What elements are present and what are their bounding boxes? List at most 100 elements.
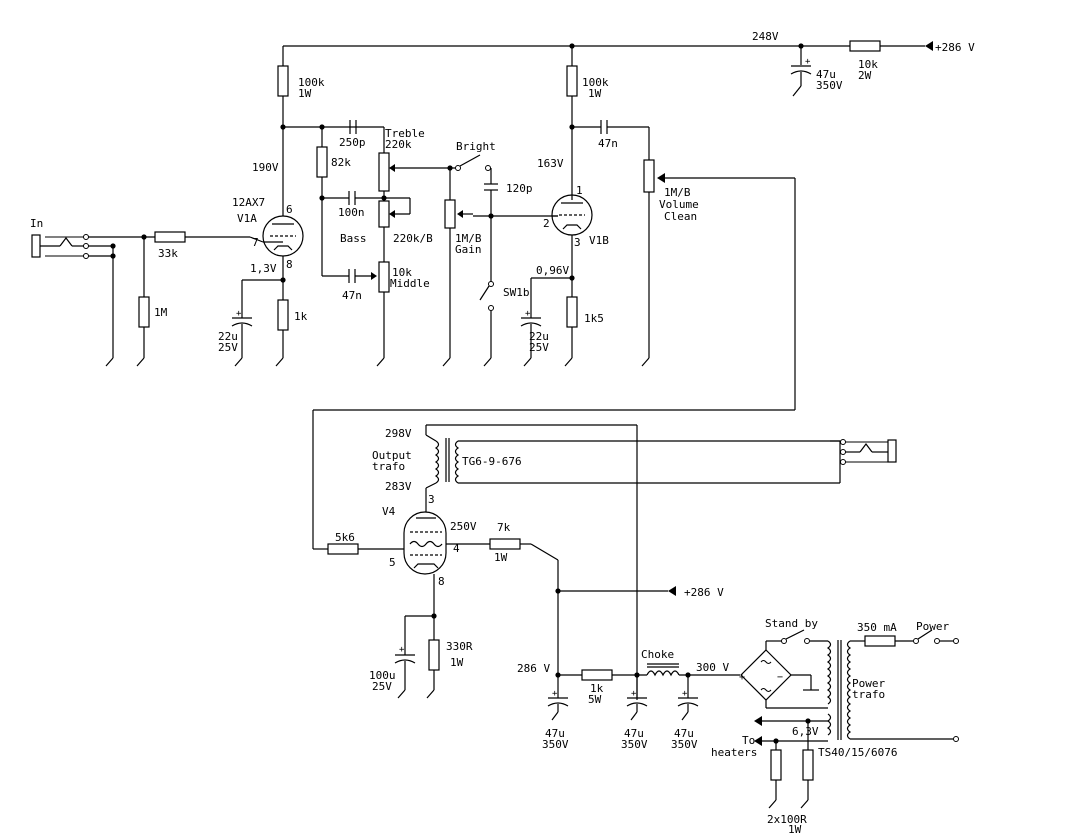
gain-label: Gain — [455, 243, 482, 256]
svg-text:+: + — [682, 689, 688, 699]
svg-text:5: 5 — [389, 556, 396, 569]
r1k-psu-label: 1k — [590, 682, 604, 695]
resistor-10k — [849, 40, 881, 52]
resistor-33k — [154, 231, 186, 243]
pot-bass — [378, 200, 390, 228]
resistor-1k-v1a — [277, 299, 289, 331]
voltage-6-3: 6,3V — [792, 725, 819, 738]
input-jack — [31, 234, 41, 258]
input-section — [31, 231, 264, 367]
voltage-0-96: 0,96V — [536, 264, 569, 277]
voltage-286-low: 286 V — [517, 662, 550, 675]
voltage-300: 300 V — [696, 661, 729, 674]
svg-text:2: 2 — [543, 217, 550, 230]
c120p-label: 120p — [506, 182, 533, 195]
svg-text:4: 4 — [453, 542, 460, 555]
voltage-1-3: 1,3V — [250, 262, 277, 275]
input-label: In — [30, 217, 43, 230]
ts-label: TS40/15/6076 — [818, 746, 897, 759]
svg-text:3: 3 — [574, 236, 581, 249]
c47c-label: 47u — [674, 727, 694, 740]
c47b-volt: 350V — [621, 738, 648, 751]
r2x100-label: 2x100R — [767, 813, 807, 826]
r100k-1-label: 100k — [298, 76, 325, 89]
heaters-label: heaters — [711, 746, 757, 759]
trafo-label: trafo — [372, 460, 405, 473]
c47n-top-label: 47n — [598, 137, 618, 150]
c22u-1-volt: 25V — [218, 341, 238, 354]
r33k-label: 33k — [158, 247, 178, 260]
resistor-1m — [138, 296, 150, 328]
to-label: To — [742, 734, 755, 747]
fuse-label: 350 mA — [857, 621, 897, 634]
r330-watt: 1W — [450, 656, 464, 669]
r10k-watt: 2W — [858, 69, 872, 82]
treble-value: 220k — [385, 138, 412, 151]
c47-top-volt: 350V — [816, 79, 843, 92]
v1b-label: V1B — [589, 234, 609, 247]
resistor-1k-5w — [581, 669, 613, 681]
volume-value: 1M/B — [664, 186, 691, 199]
choke-label: Choke — [641, 648, 674, 661]
gain-value: 1M/B — [455, 232, 482, 245]
v1b-stage — [312, 65, 796, 550]
r5k6-label: 5k6 — [335, 531, 355, 544]
v1a-label: V1A — [237, 212, 257, 225]
voltage-283: 283V — [385, 480, 412, 493]
power-trafo-label-2: trafo — [852, 688, 885, 701]
gain-bright — [442, 154, 558, 367]
r2x100-watt: 1W — [788, 823, 802, 835]
r100k-1-watt: 1W — [298, 87, 312, 100]
r7k-watt: 1W — [494, 551, 508, 564]
r1k5-label: 1k5 — [584, 312, 604, 325]
svg-text:8: 8 — [286, 258, 293, 271]
svg-text:+: + — [552, 689, 558, 699]
r1m-label: 1M — [154, 306, 168, 319]
c47a-volt: 350V — [542, 738, 569, 751]
tube-v4 — [403, 511, 447, 575]
c100u-label: 100u — [369, 669, 396, 682]
power-supply — [547, 629, 959, 809]
power-trafo-label-1: Power — [852, 677, 885, 690]
r100k-2-label: 100k — [582, 76, 609, 89]
c47a-label: 47u — [545, 727, 565, 740]
svg-text:+: + — [739, 672, 745, 683]
voltage-163: 163V — [537, 157, 564, 170]
sw1b-label: SW1b — [503, 286, 530, 299]
c47b-label: 47u — [624, 727, 644, 740]
c22u-2-label: 22u — [529, 330, 549, 343]
bright-label: Bright — [456, 140, 496, 153]
c22u-1-label: 22u — [218, 330, 238, 343]
svg-text:−: − — [777, 672, 783, 683]
svg-text:7: 7 — [252, 236, 259, 249]
svg-text:6: 6 — [286, 203, 293, 216]
output-label: Output — [372, 449, 412, 462]
resistor-100r-a — [770, 749, 782, 781]
c47-top-label: 47u — [816, 68, 836, 81]
resistor-82k — [316, 146, 328, 178]
resistor-330r — [428, 639, 440, 671]
standby-label: Stand by — [765, 617, 818, 630]
volume-clean: Clean — [664, 210, 697, 223]
output-stage — [327, 424, 897, 700]
voltage-190: 190V — [252, 161, 279, 174]
resistor-1k5 — [566, 296, 578, 328]
supply-286-top: +286 V — [935, 41, 975, 54]
power-switch-label: Power — [916, 620, 949, 633]
resistor-100k-v1b — [566, 65, 578, 97]
v4-label: V4 — [382, 505, 396, 518]
svg-text:+: + — [399, 645, 405, 655]
r1k-psu-watt: 5W — [588, 693, 602, 706]
middle-label: Middle — [390, 277, 430, 290]
voltage-298: 298V — [385, 427, 412, 440]
bass-label: Bass — [340, 232, 367, 245]
pot-treble — [378, 152, 390, 192]
r82k-label: 82k — [331, 156, 351, 169]
c100n-label: 100n — [338, 206, 365, 219]
r10k-label: 10k — [858, 58, 878, 71]
c250p-label: 250p — [339, 136, 366, 149]
svg-text:1: 1 — [576, 184, 583, 197]
output-jack — [887, 439, 897, 463]
svg-text:+: + — [631, 689, 637, 699]
pot-gain — [444, 199, 456, 229]
